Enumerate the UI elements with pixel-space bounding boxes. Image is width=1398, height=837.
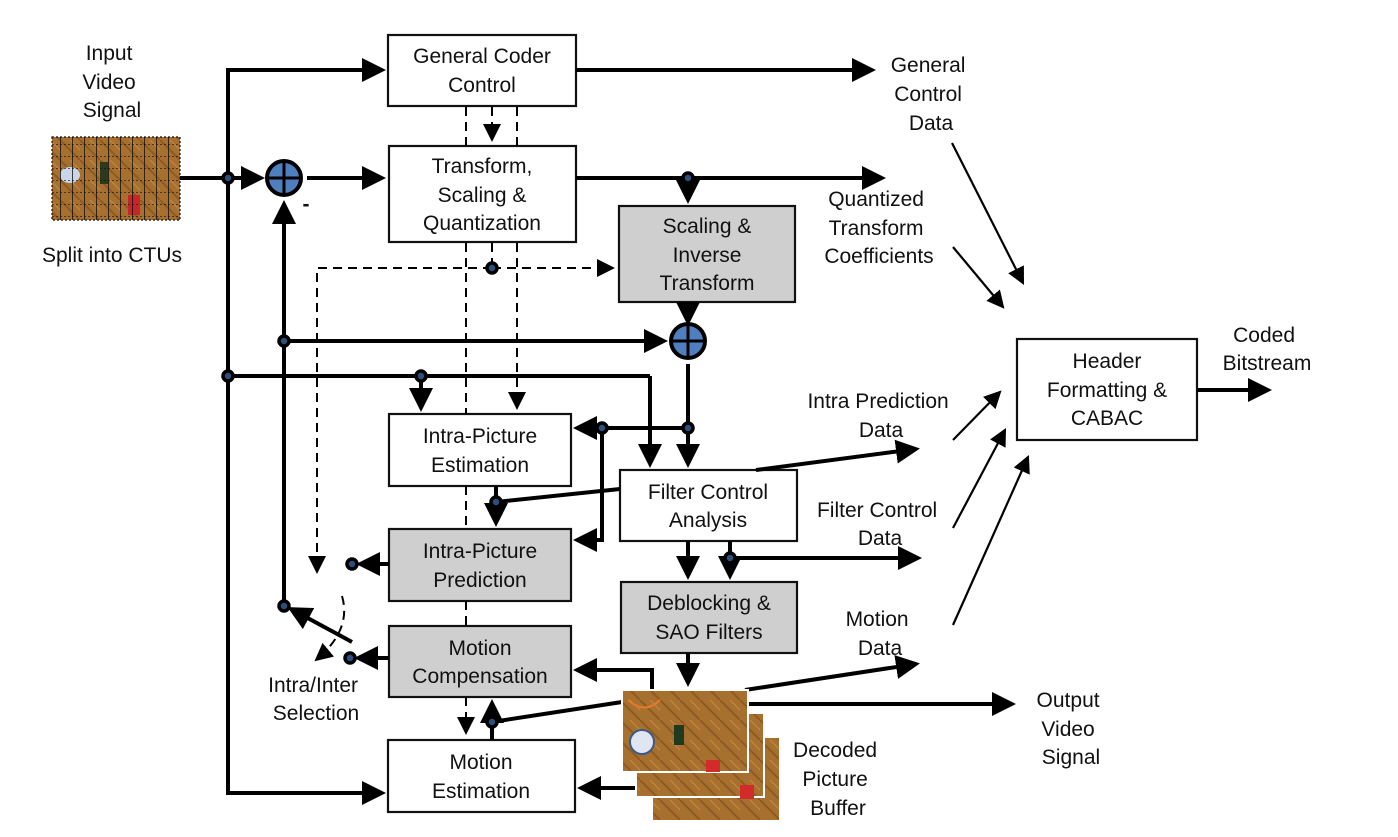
- cabac-input-arrows: [951, 142, 1030, 626]
- decoded-picture-buffer-label: Decoded Picture Buffer: [793, 739, 883, 820]
- block-transform-scaling-quantization[interactable]: Transform,Scaling &Quantization: [387, 144, 578, 244]
- summing-junction-reconstruction: [669, 322, 707, 360]
- intra-inter-selection-label: Intra/Inter Selection: [268, 674, 364, 725]
- motion-data-label: Motion Data: [846, 608, 915, 660]
- output-video-label: Output Video Signal: [1037, 689, 1106, 769]
- general-control-data-label: General Control Data: [891, 54, 972, 135]
- filter-control-data-label: Filter Control Data: [817, 499, 943, 550]
- coded-bitstream-label: Coded Bitstream: [1223, 324, 1312, 375]
- summing-junction-residual: [265, 159, 303, 197]
- svg-text:Deblocking &SAO Filters: Deblocking &SAO Filters: [647, 592, 771, 644]
- intra-prediction-data-label: Intra Prediction Data: [807, 390, 954, 442]
- quantized-coefficients-label: Quantized Transform Coefficients: [824, 188, 933, 268]
- svg-text:Transform,Scaling &Quantizatio: Transform,Scaling &Quantization: [423, 155, 541, 235]
- input-video-label: Input Video Signal: [82, 42, 141, 122]
- junction-nodes: [221, 171, 737, 729]
- split-ctus-label: Split into CTUs: [42, 244, 182, 267]
- minus-sign: -: [303, 193, 310, 216]
- decoded-picture-buffer-frames: [621, 689, 781, 822]
- block-deblocking-sao-filters[interactable]: Deblocking &SAO Filters: [619, 580, 799, 655]
- input-frame-ctu-image: [51, 136, 181, 221]
- control-dashed-lines: [308, 107, 615, 735]
